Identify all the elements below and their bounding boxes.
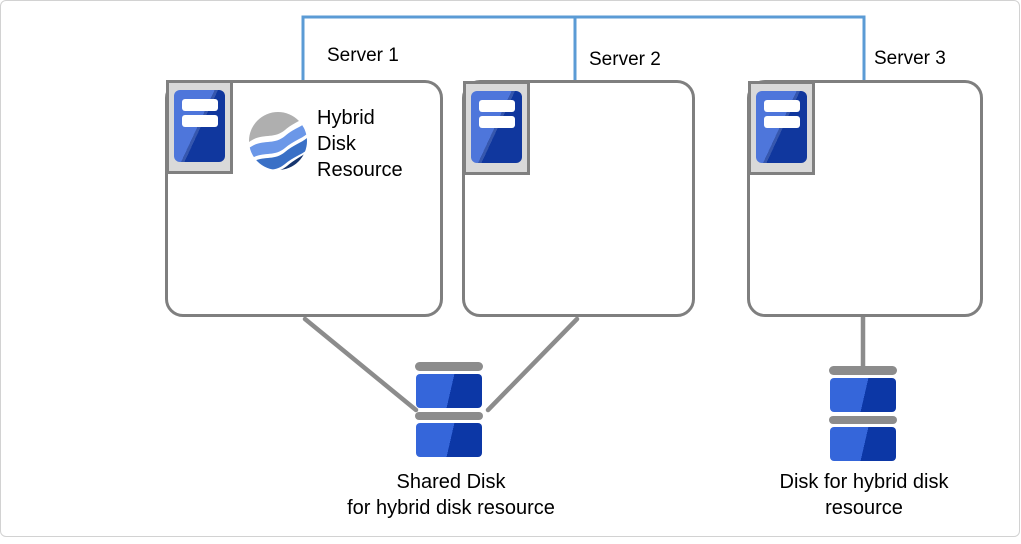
disk-cap xyxy=(415,412,483,420)
hybrid-disk-resource-label: Hybrid Disk Resource xyxy=(317,105,403,183)
server-2-label: Server 2 xyxy=(589,49,661,70)
server-slot-bar xyxy=(182,115,218,127)
disk-unit xyxy=(830,427,896,461)
server-3-label: Server 3 xyxy=(874,48,946,69)
disk-unit xyxy=(416,374,482,408)
server-slot-bar xyxy=(764,100,800,112)
server-1-label: Server 1 xyxy=(327,45,399,66)
hybrid-label-line: Disk xyxy=(317,133,356,155)
disk-unit xyxy=(416,423,482,457)
server-slot-bar xyxy=(479,116,515,128)
server-icon xyxy=(748,81,815,175)
server-tower xyxy=(471,91,522,163)
server-slot-bar xyxy=(764,116,800,128)
interconnect-blue-lines xyxy=(301,15,866,80)
hybrid-label-line: Resource xyxy=(317,159,403,181)
shared-disk-icon xyxy=(415,362,483,457)
shared-disk-label-line: Shared Disk xyxy=(396,471,506,493)
hybrid-disk-label-line: resource xyxy=(825,497,903,519)
hybrid-disk-icon xyxy=(829,366,897,461)
shared-disk-label: Shared Disk for hybrid disk resource xyxy=(301,469,601,521)
hybrid-disk-label: Disk for hybrid disk resource xyxy=(714,469,1014,521)
disk-cap xyxy=(829,366,897,375)
server-2-box xyxy=(462,80,695,317)
server-tower xyxy=(174,90,225,162)
server-icon xyxy=(166,80,233,174)
disk-cap xyxy=(415,362,483,371)
server-icon xyxy=(463,81,530,175)
hybrid-disk-logo-icon xyxy=(249,112,307,170)
hybrid-disk-label-line: Disk for hybrid disk xyxy=(779,471,949,493)
server-slot-bar xyxy=(479,100,515,112)
hybrid-label-line: Hybrid xyxy=(317,107,375,129)
server-slot-bar xyxy=(182,99,218,111)
disk-unit xyxy=(830,378,896,412)
shared-disk-label-line: for hybrid disk resource xyxy=(347,497,555,519)
disk-cap xyxy=(829,416,897,424)
disk-connection-gray-lines xyxy=(302,313,866,413)
server-tower xyxy=(756,91,807,163)
